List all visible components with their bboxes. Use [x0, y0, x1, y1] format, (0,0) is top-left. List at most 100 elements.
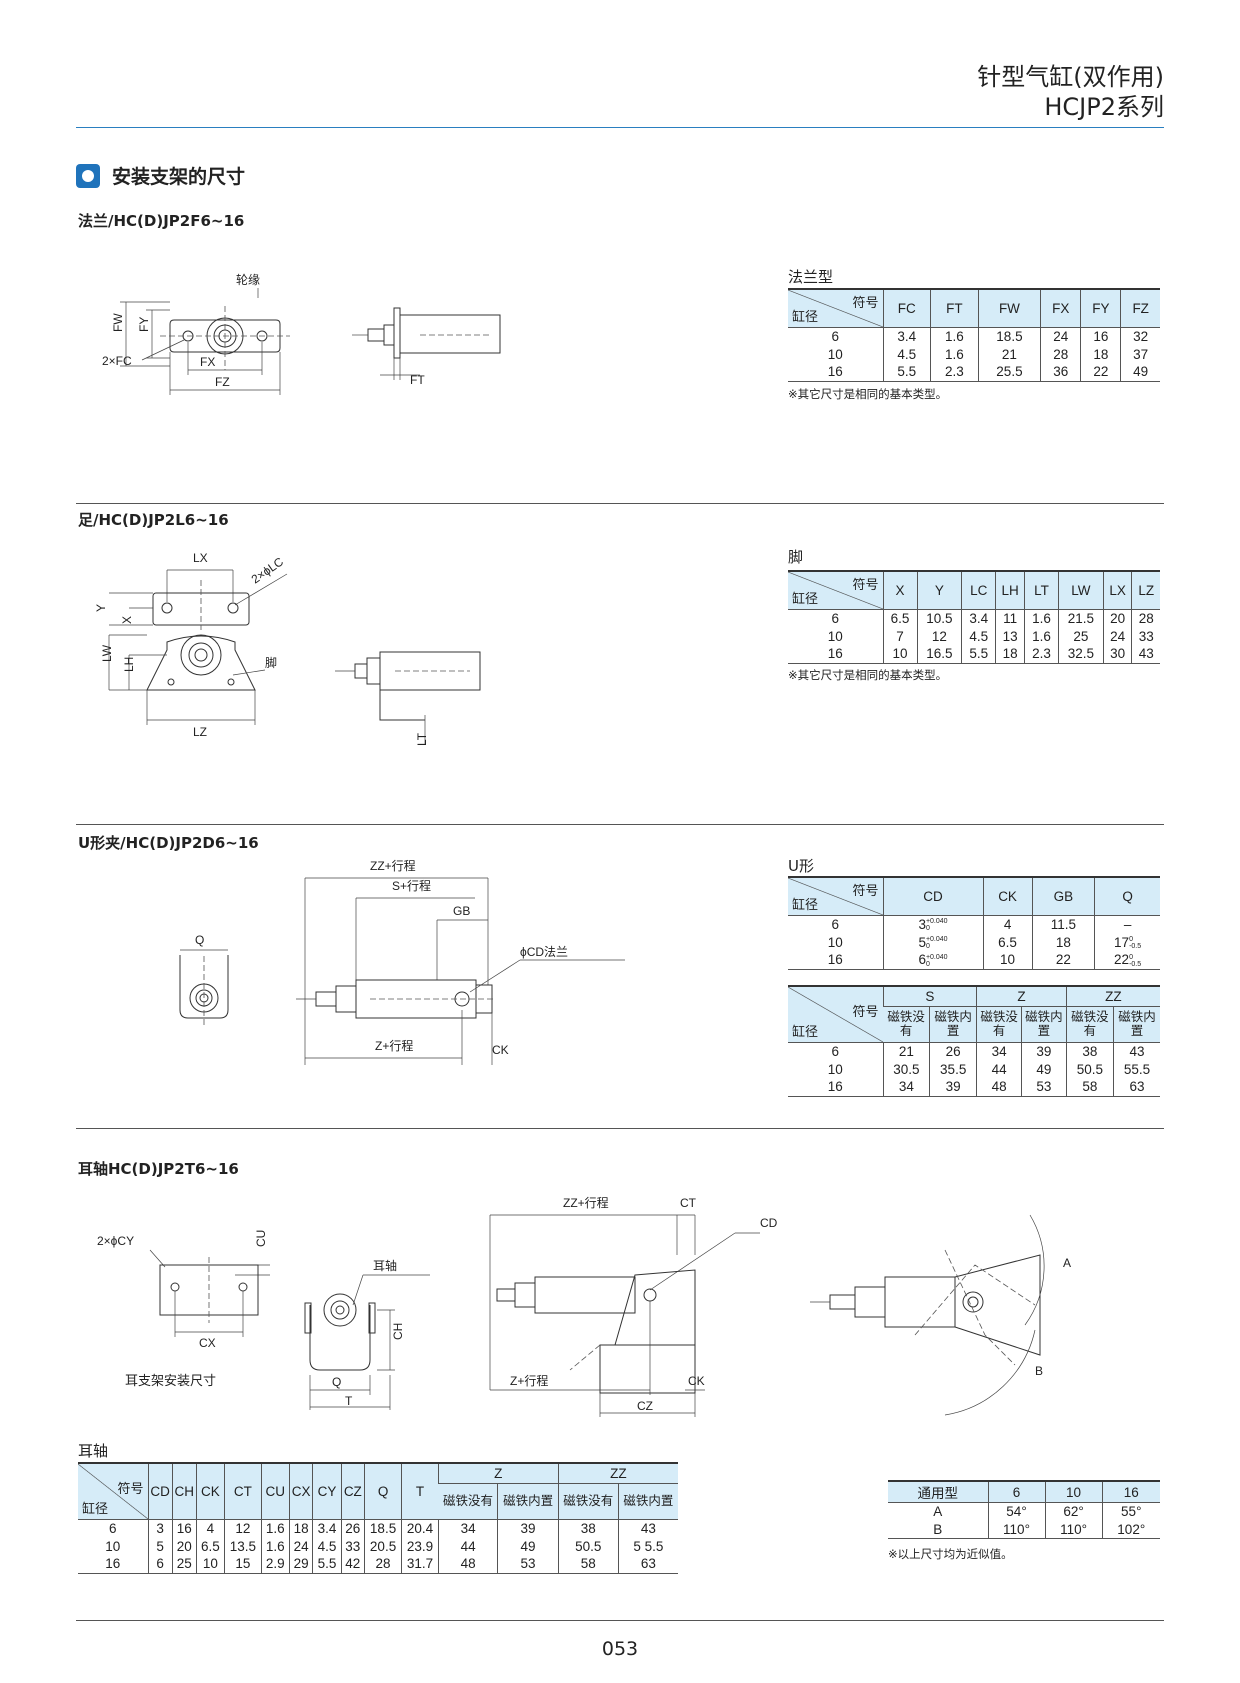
label-fy: FY — [137, 317, 151, 332]
label-t: T — [345, 1394, 353, 1408]
label-cz: CZ — [637, 1399, 653, 1413]
clevis-drawing: Q ZZ+行程 S+行程 GB ϕCD法兰 Z+行程 CK — [179, 858, 625, 1065]
trunnion-col-zz: ZZ — [557, 1462, 678, 1484]
trunnion-mount-block — [599, 1344, 696, 1394]
label-b: B — [1035, 1364, 1043, 1378]
trunnion-col-cy: CY — [312, 1462, 341, 1519]
swing-cylinder-body — [884, 1276, 956, 1328]
label-foot: 脚 — [265, 655, 277, 670]
flange-col-ft: FT — [930, 288, 979, 327]
clevis-col-s: S — [882, 985, 977, 1007]
bracket-caption: 耳支架安装尺寸 — [125, 1373, 216, 1388]
foot-table-corner: 符号缸径 — [788, 570, 883, 609]
flange-col-fz: FZ — [1120, 288, 1160, 327]
clevis-col-gb: GB — [1031, 876, 1095, 915]
subheader: 磁铁没有 — [883, 1006, 930, 1042]
clevis-table1-corner: 符号缸径 — [788, 876, 883, 915]
angle-col-type: 通用型 — [888, 1480, 988, 1503]
clevis-front-bracket — [179, 955, 229, 1019]
trunnion-side-bracket — [614, 1269, 696, 1346]
label-cd: CD — [760, 1216, 778, 1230]
flange-plate — [169, 319, 281, 353]
footer-rule — [76, 1620, 1164, 1621]
clevis-col-q: Q — [1094, 876, 1160, 915]
flange-hole-right — [256, 330, 268, 342]
trunnion-drawing: 2×ϕCY CU CX 耳支架安装尺寸 耳轴 CH Q T ZZ+行程 CT C… — [97, 1195, 1071, 1417]
trunnion-col-ct: CT — [223, 1462, 262, 1519]
flange-col-fy: FY — [1080, 288, 1121, 327]
label-lz: LZ — [193, 725, 207, 739]
header-title-line2: HCJP2系列 — [1044, 93, 1164, 121]
flange-col-fx: FX — [1040, 288, 1081, 327]
section-divider — [76, 503, 1164, 504]
foot-col-lw: LW — [1058, 570, 1104, 609]
label-ck: CK — [688, 1374, 705, 1388]
label-cu: CU — [254, 1230, 268, 1247]
label-zz: ZZ+行程 — [370, 858, 416, 873]
label-fx: FX — [200, 355, 215, 369]
trunnion-subtitle: 耳轴HC(D)JP2T6~16 — [78, 1160, 239, 1178]
subheader: 磁铁内置 — [497, 1483, 559, 1519]
flange-table-title: 法兰型 — [788, 268, 834, 286]
flange-drawing: 轮缘 FW FY 2×FC FX FZ FT — [102, 273, 501, 395]
label-ck: CK — [492, 1043, 509, 1057]
angle-col-6: 6 — [987, 1480, 1046, 1503]
trunnion-table-corner: 符号缸径 — [78, 1462, 148, 1519]
clevis-col-cd: CD — [882, 876, 983, 915]
flange-table-note: ※其它尺寸是相同的基本类型。 — [788, 387, 948, 401]
trunnion-col-t: T — [401, 1462, 439, 1519]
foot-subtitle: 足/HC(D)JP2L6~16 — [78, 511, 229, 529]
angle-col-10: 10 — [1044, 1480, 1103, 1503]
trunnion-front-bracket — [309, 1305, 371, 1371]
foot-col-lh: LH — [995, 570, 1025, 609]
section-title: 安装支架的尺寸 — [76, 162, 245, 189]
flange-cylinder-side-body — [399, 314, 501, 354]
label-cd: ϕCD法兰 — [520, 945, 568, 959]
trunnion-col-cu: CU — [260, 1462, 290, 1519]
subheader: 磁铁没有 — [557, 1483, 619, 1519]
label-cy: 2×ϕCY — [97, 1234, 134, 1248]
label-fc: 2×FC — [102, 354, 132, 368]
trunnion-col-z: Z — [437, 1462, 559, 1484]
page-header-title: 针型气缸(双作用) HCJP2系列 — [977, 62, 1164, 122]
label-lw: LW — [100, 644, 114, 662]
clevis-table2-corner: 符号缸径 — [788, 985, 883, 1042]
label-cx: CX — [199, 1336, 216, 1350]
foot-col-lt: LT — [1023, 570, 1059, 609]
label-ct: CT — [680, 1196, 697, 1210]
page-number: 053 — [601, 1638, 639, 1660]
foot-drawing: LX 2×ϕLC Y X LW LH LZ 脚 LT — [94, 551, 481, 746]
foot-col-x: X — [882, 570, 918, 609]
label-ft: FT — [410, 373, 425, 387]
subheader: 磁铁没有 — [1065, 1006, 1114, 1042]
trunnion-col-ck: CK — [195, 1462, 225, 1519]
label-q: Q — [332, 1375, 341, 1389]
label-rim: 轮缘 — [236, 273, 260, 287]
clevis-col-zz: ZZ — [1065, 985, 1160, 1007]
trunnion-col-cz: CZ — [340, 1462, 365, 1519]
clevis-table-title: U形 — [788, 857, 814, 875]
label-zz: ZZ+行程 — [563, 1195, 609, 1210]
foot-table-title: 脚 — [788, 548, 804, 566]
label-x: X — [120, 616, 134, 624]
header-title-line1: 针型气缸(双作用) — [977, 63, 1164, 91]
label-z: Z+行程 — [510, 1373, 548, 1388]
section-divider — [76, 824, 1164, 825]
foot-col-y: Y — [916, 570, 962, 609]
flange-table-corner: 符号缸径 — [788, 288, 883, 327]
label-q: Q — [195, 933, 204, 947]
